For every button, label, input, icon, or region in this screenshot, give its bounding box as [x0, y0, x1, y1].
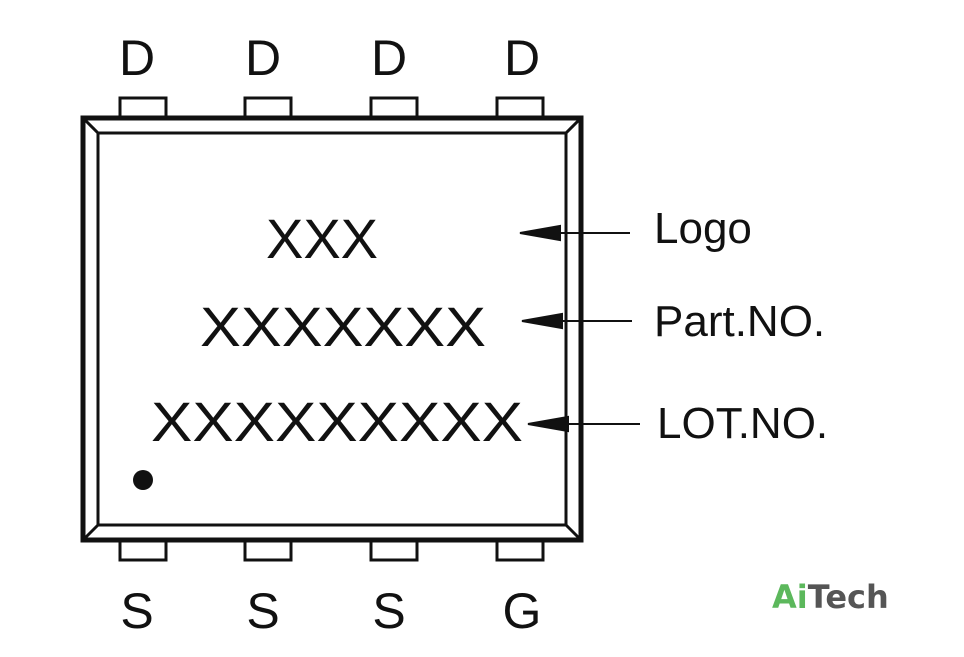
callout-part-no-label: Part.NO.	[654, 297, 825, 346]
package-bevel	[81, 116, 583, 542]
logo-arrowhead	[519, 224, 561, 242]
pin-bottom-3	[369, 538, 419, 562]
pin-top-3	[369, 96, 419, 120]
pin-bottom-1	[118, 538, 168, 562]
bottom-pins	[118, 538, 545, 562]
package-outline	[80, 115, 584, 543]
pin-label-bottom-4: G	[503, 583, 542, 639]
pin-label-bottom-3: S	[372, 583, 405, 639]
pin-label-top-4: D	[504, 30, 540, 86]
top-pins	[118, 96, 545, 120]
callout-lot-no-label: LOT.NO.	[657, 399, 828, 448]
package-inner-edge	[96, 131, 568, 527]
marking-part-no: XXXXXXX	[200, 295, 486, 358]
pin-label-top-2: D	[245, 30, 281, 86]
lot-no-arrowhead	[527, 415, 569, 433]
pin-bottom-4	[495, 538, 545, 562]
watermark-tech: Tech	[807, 578, 889, 616]
pin-bottom-2	[243, 538, 293, 562]
part-no-arrowhead	[521, 312, 563, 330]
pin-label-top-3: D	[371, 30, 407, 86]
callout-arrows	[519, 224, 640, 433]
marking-logo: XXX	[266, 207, 378, 270]
pin1-dot	[133, 470, 153, 490]
pin-label-bottom-2: S	[246, 583, 279, 639]
pin-top-1	[118, 96, 168, 120]
callout-logo-label: Logo	[654, 204, 752, 253]
aitech-watermark-logo: AiTech	[772, 578, 889, 616]
pin-label-top-1: D	[119, 30, 155, 86]
watermark-ai: Ai	[772, 578, 808, 616]
pin-top-2	[243, 96, 293, 120]
marking-lot-no: XXXXXXXXX	[151, 390, 523, 453]
pin-top-4	[495, 96, 545, 120]
pin-label-bottom-1: S	[120, 583, 153, 639]
